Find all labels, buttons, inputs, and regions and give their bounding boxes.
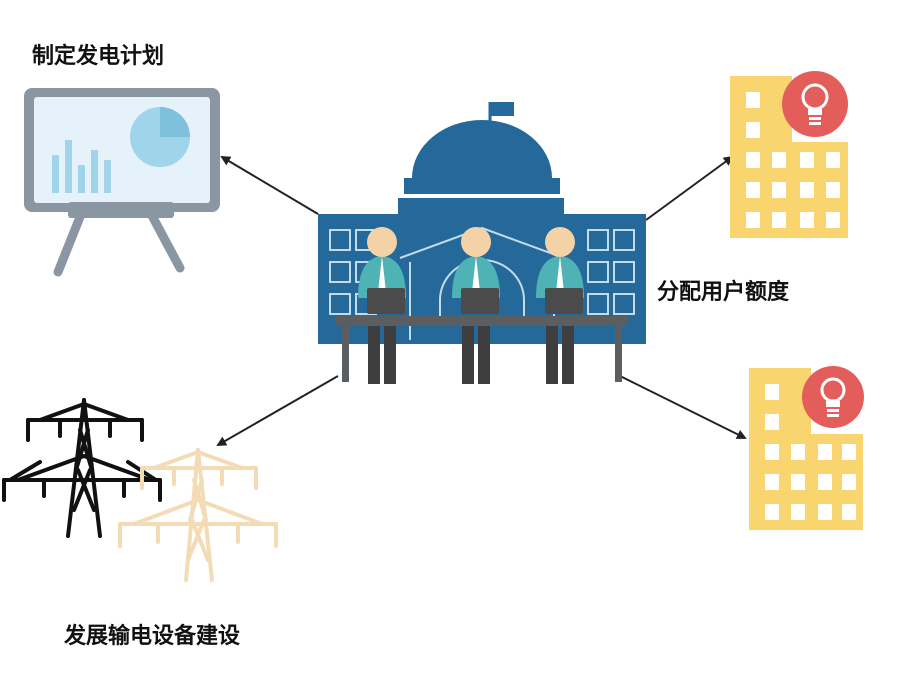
official-figures <box>358 227 584 384</box>
power-tower-icon-light <box>118 448 278 582</box>
label-allocate-user-quota: 分配用户额度 <box>657 280 790 305</box>
arrows <box>216 155 747 446</box>
apartment-building-icon-bottom <box>749 366 864 530</box>
arrow-to-build <box>216 375 339 446</box>
power-tower-icon-dark <box>2 398 162 538</box>
lightbulb-icon <box>802 366 864 428</box>
label-make-generation-plan: 制定发电计划 <box>32 44 165 69</box>
presentation-board-icon <box>24 88 220 277</box>
apartment-building-icon-top <box>730 71 848 238</box>
arrow-to-apartment-bottom <box>619 375 747 439</box>
lightbulb-icon <box>782 71 848 137</box>
arrow-to-apartment-top <box>645 155 734 221</box>
government-building-icon <box>318 102 646 384</box>
arrow-to-plan <box>220 155 319 215</box>
label-develop-transmission-construction: 发展输电设备建设 <box>64 624 241 649</box>
